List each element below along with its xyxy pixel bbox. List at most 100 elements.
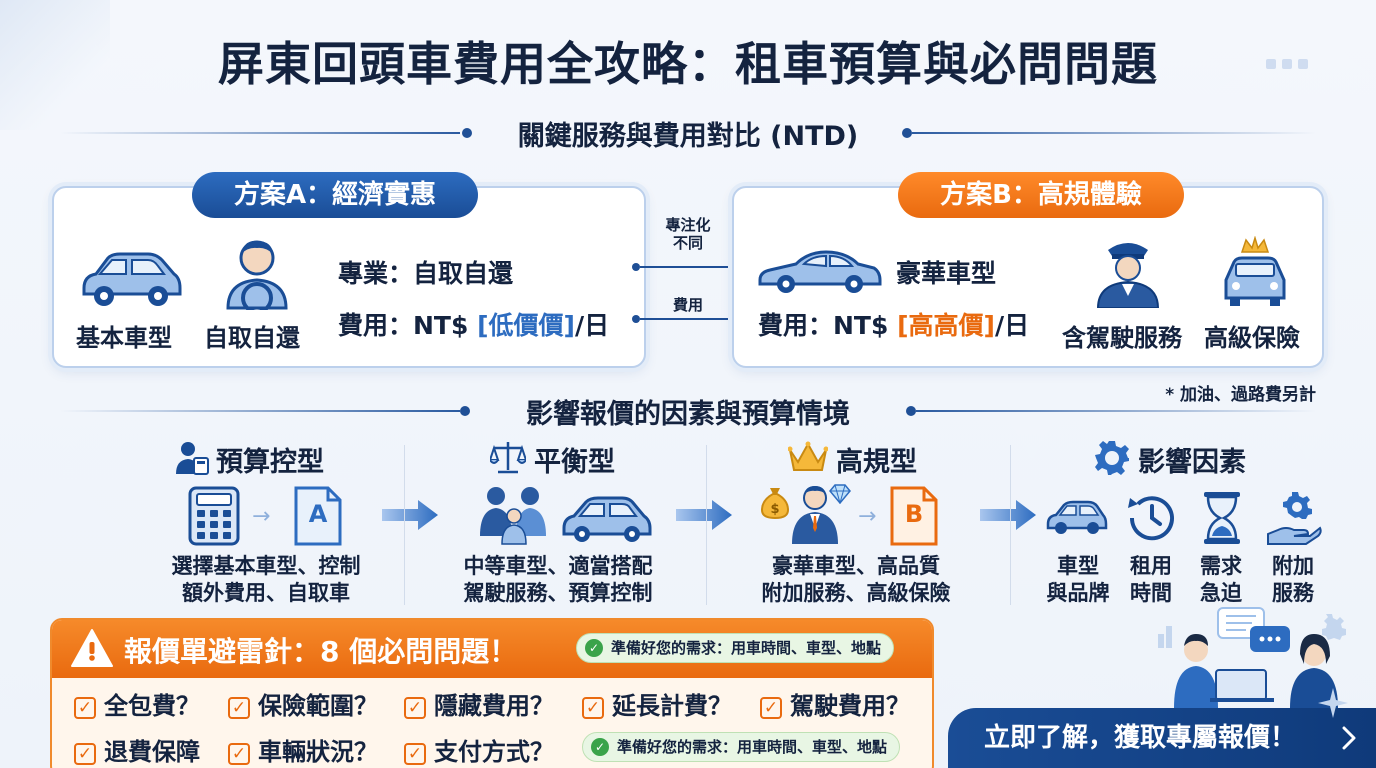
section2-title: 影響報價的因素與預算情境	[526, 399, 850, 430]
scenario-2-desc: 中等車型、適當搭配 駕駛服務、預算控制	[450, 553, 666, 607]
checkbox-icon: ✓	[404, 743, 426, 765]
chauffeur-icon	[1096, 243, 1160, 308]
gear-icon	[1095, 441, 1129, 475]
scenario-4-title: 影響因素	[1138, 447, 1246, 478]
svg-text:$: $	[770, 502, 779, 517]
factor-1-line1: 車型	[1057, 554, 1099, 578]
section1-dot-left	[462, 128, 472, 138]
section1-line-left	[60, 132, 460, 134]
plan-b-cost-prefix: 費用：NT$	[758, 311, 898, 340]
compare-label-2: 費用	[672, 296, 703, 314]
scenario-3-desc-line1: 豪華車型、高品質	[772, 554, 940, 578]
compare-label-1-line1: 專注化	[665, 216, 711, 234]
plan-a-icon2-label: 自取自還	[204, 324, 300, 352]
question-8-text: 支付方式？	[434, 738, 554, 766]
checkbox-icon: ✓	[228, 743, 250, 765]
checkbox-icon: ✓	[74, 743, 96, 765]
factor-2-line1: 租用	[1130, 554, 1172, 578]
basic-car-icon	[82, 252, 182, 306]
flow-arrow-2	[676, 500, 732, 530]
checkbox-icon: ✓	[74, 697, 96, 719]
flow-arrow-3	[980, 500, 1036, 530]
scale-icon	[490, 442, 526, 474]
hourglass-icon	[1204, 492, 1240, 544]
budget-person-icon	[176, 442, 209, 475]
question-4-text: 延長計費？	[612, 692, 732, 720]
section1-title: 關鍵服務與費用對比 (NTD)	[517, 121, 859, 152]
section2-line-left	[60, 410, 460, 412]
title-decoration	[1260, 54, 1308, 73]
money-bag-icon: $	[760, 488, 790, 520]
checkbox-icon: ✓	[760, 697, 782, 719]
question-1-text: 全包費？	[104, 692, 200, 720]
arrow-right-icon-2: →	[858, 504, 877, 529]
question-2-text: 保險範圍？	[258, 692, 378, 720]
question-6: ✓退費保障	[74, 732, 200, 767]
tip-text-bottom: 準備好您的需求：用車時間、車型、地點	[617, 738, 888, 756]
section2-line-right	[916, 410, 1316, 412]
connector-1	[640, 266, 736, 268]
divider-1	[404, 445, 405, 605]
scenario-3-desc-line2: 附加服務、高級保險	[761, 581, 951, 605]
plan-b-title: 方案B：高規體驗	[898, 172, 1184, 218]
scenario-2-title: 平衡型	[534, 447, 615, 478]
consultation-illustration	[1158, 607, 1346, 708]
section1-dot-right	[902, 128, 912, 138]
question-8: ✓ 支付方式？	[404, 732, 554, 767]
plan-b-car-label: 豪華車型	[896, 259, 997, 288]
factor-3-line2: 急迫	[1200, 581, 1242, 605]
cta-label: 立即了解，獲取專屬報價！	[984, 723, 1297, 753]
checkbox-icon: ✓	[582, 697, 604, 719]
question-1: ✓ 全包費？	[74, 686, 200, 721]
businessman-icon	[792, 486, 838, 544]
plan-a-cost-value: [低價價]	[477, 311, 575, 340]
section1-line-right	[912, 132, 1316, 134]
scenario-1-desc-line2: 額外費用、自取車	[182, 581, 350, 605]
tip-pill-top: ✓ 準備好您的需求：用車時間、車型、地點	[576, 633, 895, 663]
question-3: ✓隱藏費用？	[404, 686, 554, 721]
plan-b-cost-value: [高高價]	[897, 311, 995, 340]
plan-a-cost-suffix: /日	[574, 311, 610, 340]
footnote: * 加油、過路費另計	[1165, 385, 1316, 405]
scenario-3-desc: 豪華車型、高品質 附加服務、高級保險	[748, 553, 964, 607]
flow-arrow-1	[382, 500, 438, 530]
section2-dot-left	[460, 406, 470, 416]
connector-1-dot-left	[632, 263, 640, 271]
document-a-icon	[294, 486, 342, 546]
plan-a-icon1-label: 基本車型	[76, 324, 172, 352]
question-4: ✓ 延長計費？	[582, 686, 732, 721]
factor-4-line1: 附加	[1272, 554, 1314, 578]
factor-2-line2: 時間	[1130, 581, 1172, 605]
warning-card: 報價單避雷針：8 個必問問題！ ✓ 準備好您的需求：用車時間、車型、地點 ✓ 全包…	[50, 618, 934, 768]
question-7-text: 車輛狀況？	[258, 738, 378, 766]
checkbox-icon: ✓	[228, 697, 250, 719]
factor-3-label: 需求 急迫	[1188, 553, 1254, 607]
factor-3-line1: 需求	[1200, 554, 1242, 578]
factor-4-label: 附加 服務	[1260, 553, 1326, 607]
question-7: ✓ 車輛狀況？	[228, 732, 378, 767]
hand-gear-icon	[1267, 492, 1322, 545]
calculator-icon	[188, 486, 240, 546]
warning-title: 報價單避雷針：8 個必問問題！	[124, 635, 518, 668]
scenario-1-desc: 選擇基本車型、控制 額外費用、自取車	[160, 553, 372, 607]
plan-b-cost-suffix: /日	[994, 311, 1030, 340]
plan-b-cost: 費用：NT$ [高高價]/日	[758, 306, 1029, 342]
plan-b-feature1: 含駕駛服務	[1062, 324, 1182, 352]
check-circle-icon: ✓	[591, 738, 609, 756]
document-a-letter: A	[308, 500, 328, 528]
diamond-icon	[829, 484, 851, 504]
compare-label-1: 專注化 不同	[648, 216, 728, 252]
scenario-2-desc-line2: 駕駛服務、預算控制	[463, 581, 653, 605]
corner-decoration	[0, 0, 110, 130]
arrow-right-icon: →	[252, 504, 271, 529]
factor-1-label: 車型 與品牌	[1040, 553, 1116, 607]
crown-icon	[788, 441, 828, 471]
plan-b-feature2: 高級保險	[1204, 324, 1300, 352]
cta-button[interactable]: 立即了解，獲取專屬報價！	[948, 708, 1376, 768]
plan-a-title: 方案A：經濟實惠	[192, 172, 478, 218]
plan-a-cost-prefix: 費用：NT$	[338, 311, 478, 340]
check-circle-icon: ✓	[585, 639, 603, 657]
driver-icon	[226, 240, 288, 310]
family-icon	[480, 487, 546, 545]
tip-text-top: 準備好您的需求：用車時間、車型、地點	[611, 639, 882, 657]
